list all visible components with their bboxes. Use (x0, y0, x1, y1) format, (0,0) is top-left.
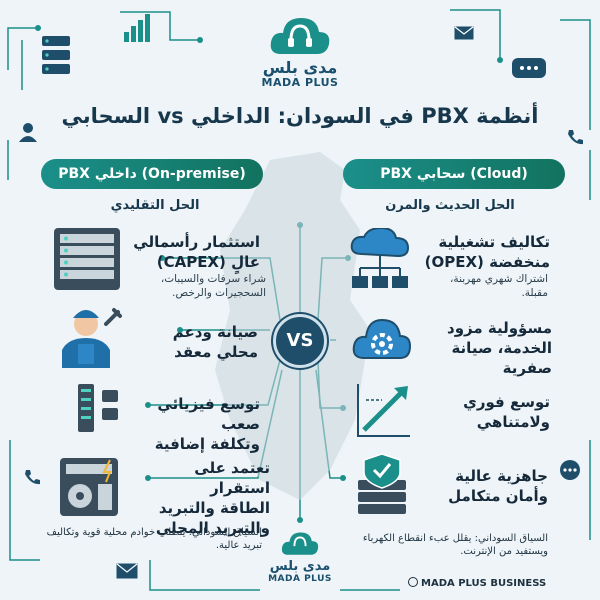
brand-name-en-bottom: MADA PLUS (268, 574, 332, 584)
onprem-item-1-desc: شراء سرفات والسيبات، السحجيرات والرخص. (160, 273, 266, 299)
cloud-footnote: السياق السوداني: يقلل عبء انقطاع الكهربا… (362, 533, 548, 557)
business-brand-label: MADA PLUS BUSINESS (421, 578, 547, 589)
cooling-unit-icon (60, 458, 118, 516)
mail-icon (454, 26, 474, 40)
cloud-headset-logo-icon (270, 18, 330, 54)
cloud-headset-logo-icon-bottom (281, 532, 319, 555)
cloud-item-4-title-1: جاهزية عالية (455, 467, 548, 485)
onprem-item-4-title-1: تعتمد على استقرار (194, 459, 270, 497)
bar-chart-icon (124, 14, 150, 42)
onprem-subtitle: الحل التقليدي (110, 198, 200, 213)
vs-badge: VS (273, 314, 327, 368)
brand-logo-bottom: مدى بلس MADA PLUS (258, 530, 342, 584)
brand-name-ar-bottom: مدى بلس (269, 559, 331, 574)
server-stack-icon (42, 36, 70, 74)
onprem-item-4: تعتمد على استقرار الطاقة والتبريد والتبر… (130, 458, 270, 538)
brand-logo: مدى بلس MADA PLUS (255, 14, 345, 89)
cloud-item-2: مسؤولية مزود الخدمة، صيانة صفرية (418, 318, 552, 378)
onprem-item-2: صيانة ودعم محلي معقد (140, 322, 258, 362)
cloud-item-4-title-2: وأمان متكامل (448, 487, 548, 505)
cloud-item-3-title-2: ولامتناهي (476, 413, 550, 431)
business-brand: MADA PLUS BUSINESS (408, 577, 546, 589)
chat-icon (560, 460, 580, 480)
onprem-pill: PBX داخلي (On-premise) (41, 159, 263, 189)
onprem-item-3-title-1: توسع فيزيائي صعب (157, 395, 260, 433)
cloud-item-3-title-1: توسع فوري (463, 393, 550, 411)
onprem-footnote: السياق السوداني: يتطلب خوادم محلية قوية … (46, 527, 262, 551)
hardware-expansion-icon (78, 384, 118, 432)
cloud-item-3: توسع فوري ولامتناهي (430, 392, 550, 432)
onprem-item-2-title-1: صيانة ودعم (172, 323, 258, 341)
onprem-item-3-title-2: وتكلفة إضافية (154, 435, 260, 453)
chat-bubble-icon (512, 58, 546, 78)
phone-icon-left (25, 470, 40, 485)
secure-server-icon (358, 453, 406, 514)
server-rack-icon (54, 228, 120, 290)
cloud-pill: PBX سحابي (Cloud) (343, 159, 565, 189)
user-icon (19, 123, 37, 142)
cloud-network-icon (350, 228, 410, 288)
cloud-item-1: تكاليف تشغيلية منخفضة (OPEX) (420, 232, 550, 272)
globe-icon (408, 577, 418, 587)
onprem-item-4-title-2: الطاقة والتبريد (158, 499, 270, 517)
mail-icon-bottom (116, 563, 138, 579)
phone-icon (568, 130, 583, 145)
brand-name-en: MADA PLUS (261, 76, 339, 89)
brand-name-ar: مدى بلس (262, 58, 338, 77)
growth-arrow-icon (357, 384, 410, 437)
cloud-item-2-title-1: مسؤولية مزود (447, 319, 552, 337)
onprem-item-1: استثمار رأسمالي عالٍ (CAPEX) (130, 232, 260, 272)
cloud-item-1-title-2: منخفضة (OPEX) (424, 253, 550, 271)
onprem-item-3: توسع فيزيائي صعب وتكلفة إضافية (130, 394, 260, 454)
onprem-item-4-title-3: والتبريد المحلي (155, 519, 270, 537)
onprem-item-2-title-2: محلي معقد (174, 343, 258, 361)
page-title: أنظمة PBX في السودان: الداخلي vs السحابي (61, 104, 539, 128)
cloud-gear-icon (352, 318, 412, 359)
cloud-item-4: جاهزية عالية وأمان متكامل (428, 466, 548, 506)
cloud-item-2-title-2: الخدمة، صيانة صفرية (451, 339, 552, 377)
cloud-item-1-title-1: تكاليف تشغيلية (438, 233, 550, 251)
technician-icon (62, 308, 122, 368)
onprem-item-1-title-2: عالٍ (CAPEX) (156, 253, 260, 271)
cloud-item-1-desc: اشتراك شهري مهربنة، مقبلة. (450, 273, 548, 299)
onprem-item-1-title-1: استثمار رأسمالي (133, 233, 260, 251)
cloud-subtitle: الحل الحديث والمرن (385, 198, 515, 213)
